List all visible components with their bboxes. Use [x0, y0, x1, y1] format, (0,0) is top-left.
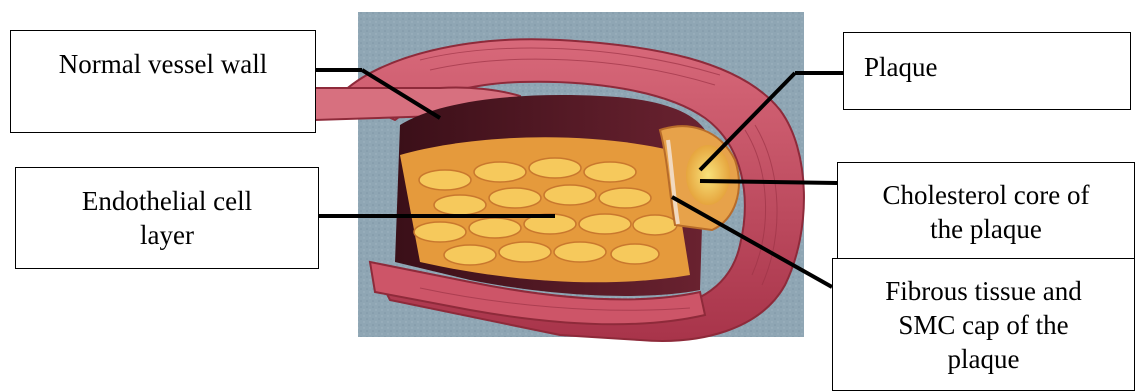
label-fibrous-text: Fibrous tissue and SMC cap of the plaque [885, 274, 1082, 376]
label-cholesterol-core: Cholesterol core of the plaque [837, 162, 1135, 262]
label-normal-vessel-wall-text: Normal vessel wall [59, 47, 267, 81]
label-fibrous-line-2: SMC cap of the [885, 308, 1082, 342]
label-endothelial-text: Endothelial cell layer [82, 184, 252, 252]
label-cholesterol-line-1: Cholesterol core of [883, 178, 1090, 212]
label-fibrous-line-3: plaque [885, 342, 1082, 376]
label-cholesterol-text: Cholesterol core of the plaque [883, 178, 1090, 246]
label-fibrous-tissue-cap: Fibrous tissue and SMC cap of the plaque [832, 258, 1135, 391]
label-fibrous-line-1: Fibrous tissue and [885, 274, 1082, 308]
label-plaque-text: Plaque [864, 50, 938, 84]
label-endothelial-line-1: Endothelial cell [82, 184, 252, 218]
label-plaque: Plaque [843, 32, 1131, 110]
label-endothelial-cell-layer: Endothelial cell layer [15, 167, 319, 269]
label-cholesterol-line-2: the plaque [883, 212, 1090, 246]
label-normal-vessel-wall: Normal vessel wall [10, 30, 316, 133]
leader-cholesterol [700, 181, 837, 183]
cholesterol-core [686, 145, 730, 205]
label-endothelial-line-2: layer [82, 218, 252, 252]
